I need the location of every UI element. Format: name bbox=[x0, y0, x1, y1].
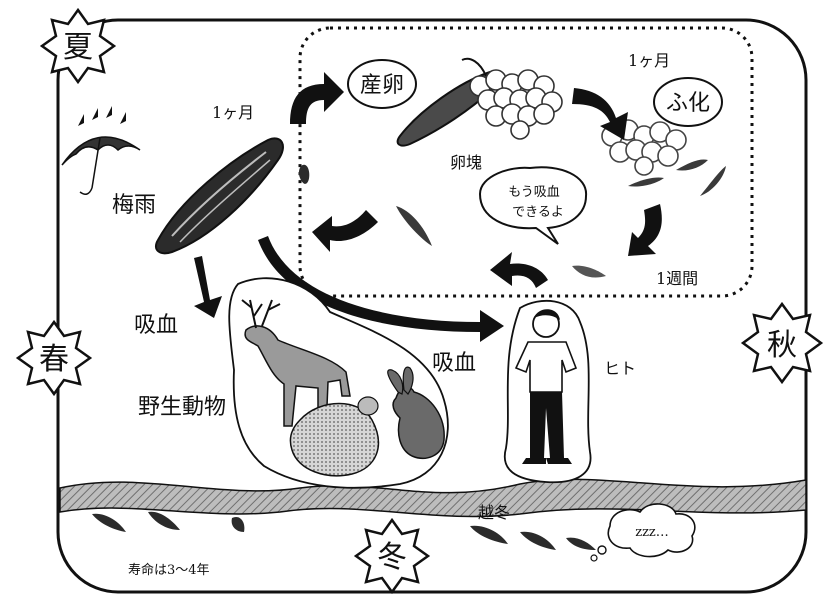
human-figure bbox=[503, 300, 592, 484]
speech-line-2: できるよ bbox=[512, 205, 564, 220]
rainy-season-label: 梅雨 bbox=[112, 193, 156, 218]
adult-leech-icon bbox=[154, 137, 284, 255]
season-badge-winter: 冬 bbox=[353, 517, 431, 595]
rabbit-icon bbox=[387, 366, 445, 460]
small-leech-icon bbox=[298, 164, 310, 184]
overwintering-leeches-right bbox=[470, 525, 596, 550]
one-month-right-label: 1ヶ月 bbox=[628, 51, 670, 70]
blood-feeding-wild-label: 吸血 bbox=[134, 313, 178, 338]
overwintering-leeches-left bbox=[92, 511, 245, 532]
young-leech-right-icon bbox=[572, 265, 606, 278]
season-label-spring: 春 bbox=[39, 342, 69, 377]
arrow-to-human-loop bbox=[490, 252, 548, 288]
season-badge-autumn: 秋 bbox=[740, 301, 824, 385]
wild-animals-label: 野生動物 bbox=[138, 395, 226, 420]
hatching-label: ふ化 bbox=[666, 91, 710, 116]
ground-band bbox=[59, 478, 807, 518]
arrow-to-week bbox=[628, 204, 662, 256]
one-month-left-label: 1ヶ月 bbox=[212, 103, 254, 122]
season-label-winter: 冬 bbox=[377, 540, 407, 575]
egg-mass-icon bbox=[469, 69, 563, 140]
speech-bubble: もう吸血 できるよ bbox=[478, 166, 588, 245]
season-label-summer: 夏 bbox=[63, 30, 93, 65]
arrow-to-adult bbox=[312, 210, 378, 252]
arrow-to-spawning bbox=[290, 72, 344, 124]
human-label: ヒト bbox=[604, 359, 636, 378]
sleep-cloud: zzz… bbox=[590, 503, 696, 562]
blood-feeding-human-label: 吸血 bbox=[432, 351, 476, 376]
overwintering-label: 越冬 bbox=[478, 503, 510, 522]
season-badge-summer: 夏 bbox=[39, 7, 117, 85]
water-stage-box bbox=[298, 26, 754, 298]
hatching-eggs-icon bbox=[601, 119, 687, 176]
umbrella-rain-icon bbox=[61, 106, 141, 195]
cycle-frame bbox=[56, 18, 808, 594]
spawning-oval: 産卵 bbox=[347, 59, 417, 109]
one-week-label: 1週間 bbox=[656, 269, 698, 288]
sleep-text: zzz… bbox=[635, 525, 669, 540]
season-badge-spring: 春 bbox=[15, 319, 93, 397]
hatching-oval: ふ化 bbox=[653, 77, 723, 127]
season-label-autumn: 秋 bbox=[767, 328, 797, 363]
arrow-to-wild bbox=[194, 256, 222, 318]
speech-line-1: もう吸血 bbox=[508, 185, 560, 200]
lifespan-label: 寿命は3～4年 bbox=[128, 562, 210, 578]
egg-mass-label: 卵塊 bbox=[450, 153, 482, 172]
young-leech-left-icon bbox=[396, 206, 432, 246]
monkey-icon bbox=[289, 396, 380, 477]
wild-animals-cluster bbox=[228, 277, 449, 489]
spawning-label: 産卵 bbox=[360, 73, 404, 98]
juvenile-leeches-icon bbox=[628, 159, 726, 196]
arrow-to-hatching bbox=[572, 88, 628, 140]
